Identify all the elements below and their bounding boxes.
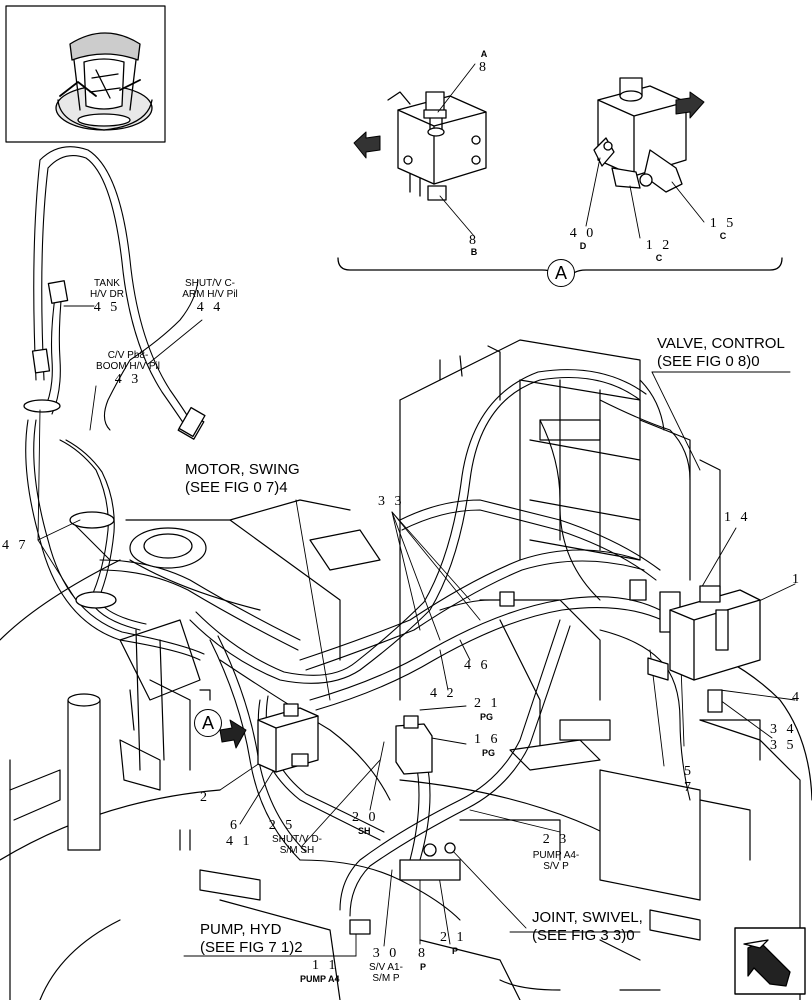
hose-label-sv-a1-text: S/V A1- S/M P bbox=[369, 962, 403, 984]
callout-33: 3 3 bbox=[378, 494, 405, 509]
detail-callout-c15-letter: C bbox=[719, 231, 727, 241]
detail-callout-c15-number: 1 5 bbox=[709, 216, 737, 231]
hose-label-shut-d-number: 2 5 bbox=[268, 818, 296, 833]
hose-label-tank-number: 4 5 bbox=[93, 300, 121, 315]
leader-lines bbox=[37, 305, 796, 957]
callout-11-label: PUMP A4 bbox=[300, 974, 340, 984]
callout-20-sh-label: SH bbox=[358, 826, 371, 836]
callout-16-pg-label: PG bbox=[482, 748, 496, 758]
callout-35: 3 5 bbox=[770, 738, 797, 753]
direction-arrow-a-icon bbox=[219, 719, 247, 749]
hose-label-cv-pb8-number: 4 3 bbox=[114, 372, 142, 387]
hose-label-sv-a1-number: 3 0 bbox=[372, 946, 400, 961]
caption-pump-hyd-ref: (SEE FIG 7 1)2 bbox=[200, 939, 303, 956]
hose-label-pump-a4-number: 2 3 bbox=[542, 832, 570, 847]
callout-4: 4 bbox=[792, 690, 802, 705]
shuttle-valve-assembly bbox=[178, 406, 761, 935]
detail-callout-b8-number: 8 bbox=[469, 233, 479, 248]
callout-41: 4 1 bbox=[226, 834, 253, 849]
caption-joint-swivel-ref: (SEE FIG 3 3)0 bbox=[532, 927, 635, 944]
callout-20-sh-number: 2 0 bbox=[352, 810, 379, 825]
callout-11-number: 1 1 bbox=[312, 958, 339, 973]
callout-16-pg-number: 1 6 bbox=[474, 732, 501, 747]
caption-pump-hyd-title: PUMP, HYD bbox=[200, 921, 282, 938]
callout-5: 5 bbox=[684, 764, 694, 779]
caption-motor-swing-ref: (SEE FIG 0 7)4 bbox=[185, 479, 288, 496]
flow-arrow-right-icon bbox=[675, 91, 705, 119]
caption-valve-control-title: VALVE, CONTROL bbox=[657, 335, 785, 352]
callout-34: 3 4 bbox=[770, 722, 797, 737]
hose-label-shut-c-text: SHUT/V C- ARM H/V Pil bbox=[182, 278, 238, 300]
main-view-a-bubble: A bbox=[194, 709, 222, 737]
caption-joint-swivel-title: JOINT, SWIVEL, bbox=[532, 909, 643, 926]
detail-callout-c12-letter: C bbox=[655, 253, 663, 263]
machine-structure bbox=[0, 339, 812, 1000]
callout-46: 4 6 bbox=[464, 658, 491, 673]
callout-2: 2 bbox=[200, 790, 210, 805]
detail-callout-c12-number: 1 2 bbox=[645, 238, 673, 253]
callout-21-pg-label: PG bbox=[480, 712, 494, 722]
callout-42: 4 2 bbox=[430, 686, 457, 701]
detail-callout-d40-number: 4 0 bbox=[569, 226, 597, 241]
detail-callout-a8-letter: A bbox=[480, 49, 488, 59]
flow-arrow-left-icon bbox=[353, 131, 381, 159]
hose-bundle-left bbox=[25, 146, 301, 661]
callout-6: 6 bbox=[230, 818, 240, 833]
hose-label-pump-a4-text: PUMP A4- S/V P bbox=[532, 850, 580, 872]
machine-thumbnail bbox=[5, 5, 166, 143]
detail-callout-b8-letter: B bbox=[470, 247, 478, 257]
hose-label-cv-pb8-text: C/V Pb8- BOOM H/V Pil bbox=[96, 350, 160, 372]
callout-1: 1 bbox=[792, 572, 802, 587]
page-navigation-icon[interactable] bbox=[734, 927, 806, 995]
detail-valve-left bbox=[387, 63, 487, 237]
detail-valve-right bbox=[585, 77, 705, 239]
callout-8-p-label: P bbox=[420, 962, 427, 972]
caption-motor-swing-title: MOTOR, SWING bbox=[185, 461, 300, 478]
callout-7: 7 bbox=[684, 780, 694, 795]
callout-47: 4 7 bbox=[2, 538, 29, 553]
detail-a-bubble: A bbox=[547, 259, 575, 287]
callout-8-p-number: 8 bbox=[418, 946, 428, 961]
callout-14: 1 4 bbox=[724, 510, 751, 525]
hose-label-shut-c-number: 4 4 bbox=[196, 300, 224, 315]
callout-21-p-number: 2 1 bbox=[440, 930, 467, 945]
hose-label-tank-text: TANK H/V DR bbox=[90, 278, 124, 300]
caption-valve-control-ref: (SEE FIG 0 8)0 bbox=[657, 353, 760, 370]
detail-callout-a8-number: 8 bbox=[479, 60, 489, 75]
hose-label-shut-d-text: SHUT/V D- S/M SH bbox=[272, 834, 322, 856]
callout-21-p-label: P bbox=[452, 946, 459, 956]
detail-callout-d40-letter: D bbox=[579, 241, 587, 251]
callout-21-pg-number: 2 1 bbox=[474, 696, 501, 711]
